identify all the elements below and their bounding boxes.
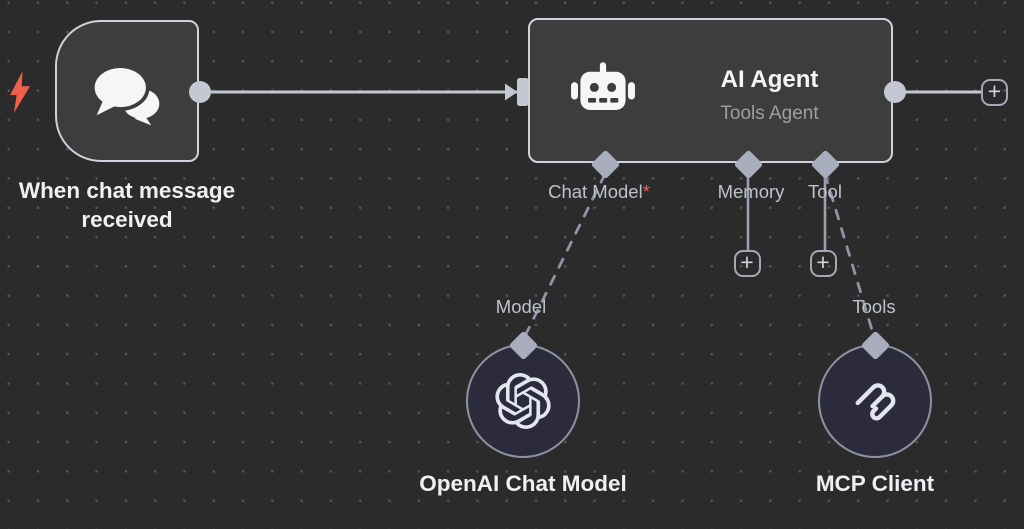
node-chat-trigger[interactable] (55, 20, 199, 162)
port-label-chat-model: Chat Model* (548, 181, 650, 203)
port-label-text: Chat Model (548, 181, 643, 202)
plus-icon: + (987, 77, 1002, 104)
openai-node-label: OpenAI Chat Model (419, 471, 627, 496)
trigger-node-label: When chat message received (18, 178, 236, 232)
add-node-button-memory[interactable]: + (733, 248, 761, 277)
mcp-node-label: MCP Client (815, 471, 935, 496)
robot-icon (571, 62, 635, 110)
agent-output-connector[interactable] (884, 81, 906, 103)
node-ai-agent[interactable]: AI Agent Tools Agent (528, 18, 893, 163)
required-marker: * (642, 181, 650, 202)
agent-subtitle: Tools Agent (720, 102, 819, 124)
trigger-output-connector[interactable] (189, 81, 211, 103)
trigger-bolt-icon (10, 71, 30, 113)
agent-text-block: AI Agent Tools Agent (530, 66, 891, 125)
wire-chatmodel-to-openai[interactable] (521, 172, 607, 342)
node-openai-chat-model[interactable] (466, 344, 580, 458)
add-node-button-output[interactable]: + (981, 77, 1008, 106)
chat-bubbles-icon (90, 64, 160, 126)
port-label-tool: Tool (808, 181, 842, 202)
port-label-model: Model (495, 296, 547, 317)
add-node-button-tool[interactable]: + (809, 248, 837, 277)
node-mcp-client[interactable] (818, 344, 932, 458)
wire-tool-to-mcp[interactable] (823, 172, 877, 342)
plus-icon: + (816, 248, 830, 275)
mcp-logo-icon (855, 383, 896, 421)
agent-title: AI Agent (720, 66, 819, 93)
port-label-memory: Memory (717, 181, 785, 202)
openai-logo-icon (495, 373, 551, 429)
wire-arrowhead (505, 83, 518, 101)
port-label-tools: Tools (852, 296, 896, 317)
plus-icon: + (740, 248, 754, 275)
agent-input-port[interactable] (517, 78, 529, 106)
